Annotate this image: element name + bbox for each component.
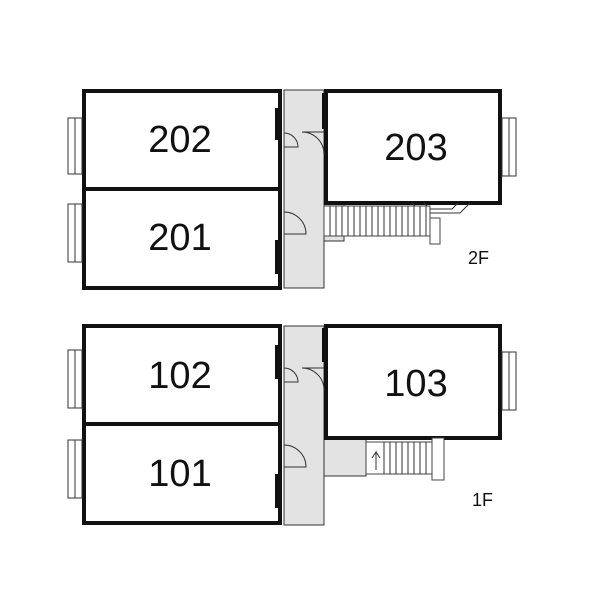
door-jamb xyxy=(275,108,281,140)
corridor-landing-1f xyxy=(323,437,367,477)
room-103: 103 xyxy=(283,324,517,440)
window-icon xyxy=(501,117,517,177)
window-icon xyxy=(67,117,83,175)
door-swing-icon xyxy=(283,367,325,391)
door-jamb xyxy=(322,93,328,129)
floor-1f: 102 101 1 xyxy=(67,324,517,526)
room-label-102: 102 xyxy=(148,355,211,397)
room-201: 201 xyxy=(67,187,307,290)
room-label-103: 103 xyxy=(384,363,447,405)
floor-label-1f: 1F xyxy=(472,490,493,510)
stair-arrow-icon xyxy=(371,450,381,470)
room-label-101: 101 xyxy=(148,453,211,495)
door-jamb xyxy=(275,474,281,508)
door-swing-icon xyxy=(283,211,307,235)
window-icon xyxy=(67,349,83,409)
room-label-201: 201 xyxy=(148,217,211,259)
door-jamb xyxy=(275,345,281,379)
window-icon xyxy=(501,351,517,411)
door-jamb xyxy=(275,240,281,274)
door-jamb xyxy=(322,328,328,362)
room-102: 102 xyxy=(67,324,282,426)
room-203: 203 xyxy=(283,89,517,214)
room-101: 101 xyxy=(67,422,307,525)
floor-label-2f: 2F xyxy=(468,248,489,268)
staircase-1f xyxy=(365,437,445,481)
corridor-2f xyxy=(283,89,325,289)
room-202: 202 xyxy=(67,89,282,191)
room-label-203: 203 xyxy=(384,127,447,169)
staircase-2f xyxy=(323,205,441,245)
window-icon xyxy=(67,203,83,263)
window-icon xyxy=(67,439,83,499)
door-swing-icon xyxy=(283,444,307,468)
corridor-1f xyxy=(283,325,325,526)
door-swing-icon xyxy=(283,131,325,155)
floor-2f: 202 201 xyxy=(67,89,517,290)
room-label-202: 202 xyxy=(148,119,211,161)
